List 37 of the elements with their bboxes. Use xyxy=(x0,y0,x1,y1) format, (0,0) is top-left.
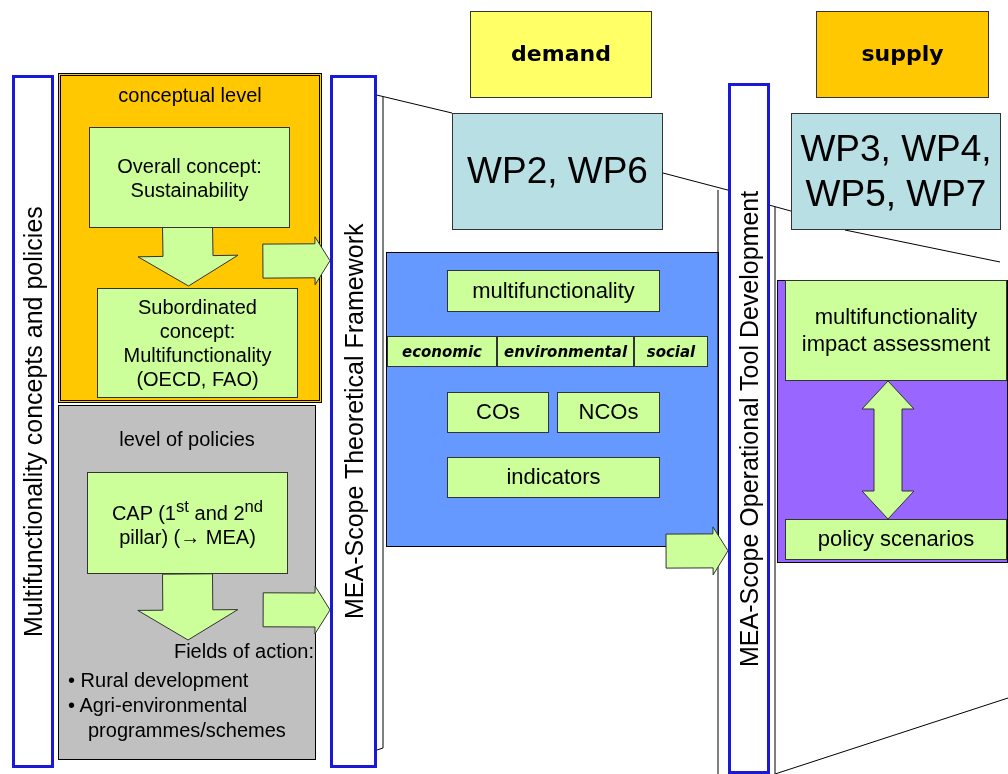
policy-box: CAP (1$^{st}$ and 2$^{nd}$ pillar) (→ MEA) xyxy=(87,472,288,574)
panel-heading: conceptual level xyxy=(117,84,263,107)
policy-panel xyxy=(58,405,316,760)
demand-panel xyxy=(386,252,719,547)
concept-box: multifunctionality impact assessment xyxy=(785,280,1007,381)
vertical-title-bar: MEA-Scope Theoretical Framework xyxy=(330,75,377,768)
vertical-title-bar: Multifunctionality concepts and policies xyxy=(12,75,54,768)
dimension-box: economic xyxy=(387,336,497,367)
block-arrow xyxy=(262,236,331,286)
double-block-arrow xyxy=(861,380,915,520)
bullet-item: • Agri-environmental programmes/schemes xyxy=(68,693,287,743)
concept-box: policy scenarios xyxy=(785,519,1007,560)
work-package-box: WP3, WP4, WP5, WP7 xyxy=(791,113,1001,230)
block-arrow xyxy=(137,573,239,641)
connector-line xyxy=(769,204,792,212)
dimension-box: environmental xyxy=(497,336,634,367)
block-arrow xyxy=(137,225,239,287)
concept-panel xyxy=(58,73,322,403)
block-arrow xyxy=(665,526,729,576)
concept-box: Subordinated concept: Multifunctionality (OECD, FAO) xyxy=(97,288,298,398)
work-package-box: WP2, WP6 xyxy=(452,113,663,230)
concept-box: multifunctionality xyxy=(447,270,660,312)
supply-panel xyxy=(777,280,1008,563)
connector-line xyxy=(662,172,729,191)
dimension-box: social xyxy=(634,336,708,367)
vertical-title-bar: MEA-Scope Operational Tool Development xyxy=(728,83,770,774)
concept-box: indicators xyxy=(447,457,660,498)
list-heading: Fields of action: xyxy=(173,640,314,663)
concept-box: NCOs xyxy=(557,392,660,433)
block-arrow xyxy=(262,585,331,635)
column-heading: demand xyxy=(470,11,652,98)
bullet-item: • Rural development xyxy=(68,668,250,693)
column-heading: supply xyxy=(816,11,989,98)
panel-heading: level of policies xyxy=(118,428,256,451)
concept-box: COs xyxy=(447,392,549,433)
connector-line xyxy=(376,94,453,114)
concept-box: Overall concept: Sustainability xyxy=(89,127,290,228)
